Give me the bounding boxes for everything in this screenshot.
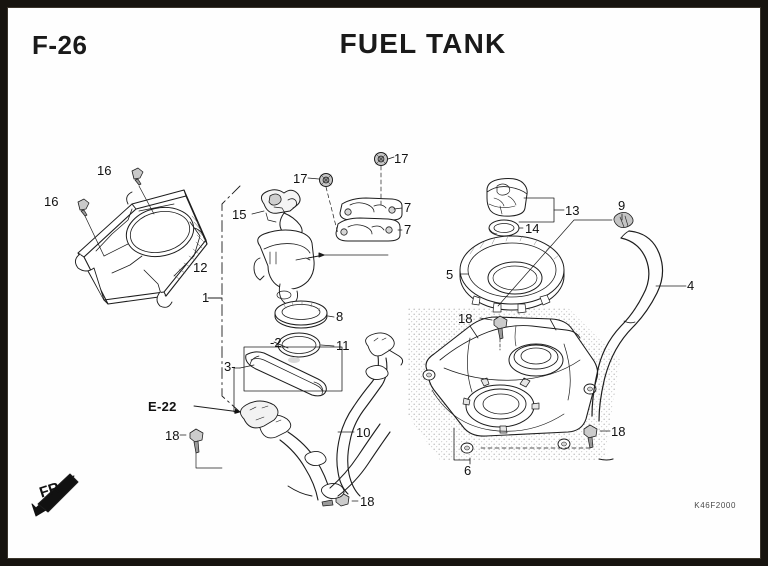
section-code: F-26	[32, 30, 88, 60]
bolt-16-upper	[131, 167, 144, 186]
callout-8: 8	[336, 309, 344, 324]
callout-4: 4	[687, 278, 695, 293]
callout-15: 15	[232, 207, 247, 222]
exploded-view-illustration	[31, 152, 687, 517]
group-3-bracket	[233, 367, 241, 413]
part-9-hose-clamp	[613, 212, 634, 228]
callout-5: 5	[446, 267, 454, 282]
drawing-number: K46F2000	[694, 501, 736, 510]
callout-17-left: 17	[293, 171, 308, 186]
leader-3	[239, 364, 255, 369]
leader-6-b	[453, 427, 471, 461]
bolt-18-bottom	[321, 492, 359, 507]
callout-11: 11	[336, 338, 350, 353]
leader-e22	[193, 405, 241, 414]
part-13-filler-cap	[486, 178, 528, 217]
part-6-fuel-tank	[422, 316, 599, 454]
diagram-sheet: F-26 FUEL TANK K46F2000	[8, 8, 760, 558]
part-10-fuel-feed-line	[240, 332, 404, 501]
fr-direction-arrow	[31, 473, 79, 517]
bolt-18-right	[477, 424, 611, 449]
reference-e22[interactable]: E-22	[148, 399, 177, 414]
callout-3: 3-	[224, 359, 236, 374]
callout-1: 1	[202, 290, 210, 305]
part-8-fuel-pump-packing	[274, 300, 328, 329]
callout-18-left: 18	[165, 428, 180, 443]
leader-11	[320, 344, 335, 347]
callout-16-lower: 16	[44, 194, 59, 209]
part-14-cap-gasket	[488, 219, 520, 237]
part-4-fuel-hose	[591, 230, 664, 461]
leader-9-to-tank	[497, 219, 613, 307]
callout-18-top: 18	[458, 311, 473, 326]
part-11-o-ring	[277, 332, 321, 358]
bolt-16-lower	[77, 198, 90, 217]
part-16-cover-bolts	[77, 167, 155, 257]
bolt-18-top	[479, 315, 508, 351]
page-title: FUEL TANK	[8, 28, 760, 60]
bolt-18-left	[179, 428, 223, 469]
callout-10: 10	[356, 425, 371, 440]
callout-6: 6	[464, 463, 472, 478]
callout-14: 14	[525, 221, 540, 236]
callout-17-upper: 17	[394, 151, 409, 166]
part-12-fuel-pump-cover	[75, 189, 208, 308]
callout-9: 9	[618, 198, 626, 213]
callout-16-upper: 16	[97, 163, 112, 178]
part-1-fuel-pump-body	[253, 229, 389, 305]
part-3-fuel-pump-stay	[243, 346, 343, 397]
callout-7-upper: 7	[404, 200, 412, 215]
callout-18-right: 18	[611, 424, 626, 439]
nut-17-left	[319, 173, 333, 187]
callout-12: 12	[193, 260, 208, 275]
part-5-pump-mounting-ring	[459, 235, 565, 314]
leader-8	[327, 315, 335, 318]
leader-2	[273, 341, 289, 349]
callout-13: 13	[565, 203, 580, 218]
part-7-retainer-plates	[335, 197, 403, 242]
nut-17-upper	[374, 152, 388, 166]
group-1-bracket	[221, 185, 241, 413]
leader-15	[251, 210, 265, 215]
page-title-text: FUEL TANK	[339, 28, 507, 59]
callout-2: -2	[270, 335, 282, 350]
callout-18-bottom: 18	[360, 494, 375, 509]
callout-7-lower: 7	[404, 222, 412, 237]
part-18-mounting-bolts	[179, 315, 611, 507]
leader-7-upper	[393, 207, 403, 210]
part-17-retainer-nuts	[307, 152, 395, 235]
